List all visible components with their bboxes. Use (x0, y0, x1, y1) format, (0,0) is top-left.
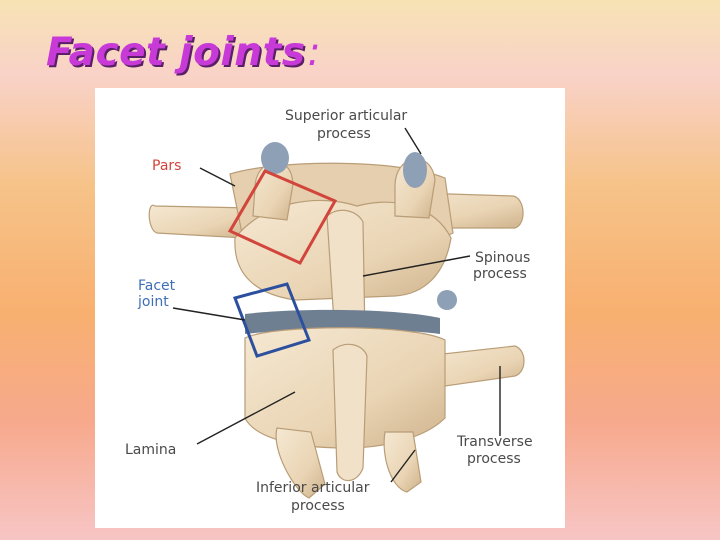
leader-lines (172, 127, 501, 483)
superior-cartilage-right (403, 152, 427, 188)
label-superior-articular-line1: Superior articular (285, 108, 407, 124)
slide-title: Facet joints: (46, 30, 321, 75)
label-inferior-articular-line1: Inferior articular (256, 480, 370, 496)
leader-facet-joint (172, 307, 246, 321)
label-transverse-line2: process (467, 451, 521, 467)
inferior-articular-right (383, 431, 422, 493)
spine-illustration: Superior articular process Pars Facet jo… (125, 108, 533, 514)
superior-cartilage-left (261, 142, 289, 174)
label-superior-articular-line2: process (317, 126, 371, 142)
facet-joint-highlight-box (233, 282, 311, 358)
intervertebral-gap (245, 309, 440, 334)
lower-vertebra (244, 290, 525, 499)
right-facet-cartilage (437, 290, 457, 310)
label-transverse-line1: Transverse (456, 434, 533, 450)
lower-transverse-right (424, 345, 525, 389)
spine-figure: Superior articular process Pars Facet jo… (95, 88, 565, 528)
leader-spinous (362, 255, 471, 277)
label-inferior-articular-line2: process (291, 498, 345, 514)
upper-transverse-left (148, 204, 252, 239)
leader-inferior-articular (390, 449, 416, 483)
slide-title-text: Facet joints (46, 30, 306, 75)
label-spinous-line1: Spinous (475, 250, 530, 266)
pars-highlight-box (227, 169, 338, 265)
label-facet-line2: joint (137, 294, 169, 310)
label-spinous-line2: process (473, 266, 527, 282)
lower-spinous (332, 343, 368, 482)
label-lamina: Lamina (125, 442, 176, 458)
leader-superior-articular (404, 127, 422, 155)
leader-lamina (196, 391, 296, 445)
leader-pars (199, 167, 236, 187)
label-pars: Pars (152, 158, 181, 174)
inferior-articular-left (275, 427, 326, 499)
slide-title-colon: : (307, 30, 322, 75)
label-facet-line1: Facet (138, 278, 176, 294)
